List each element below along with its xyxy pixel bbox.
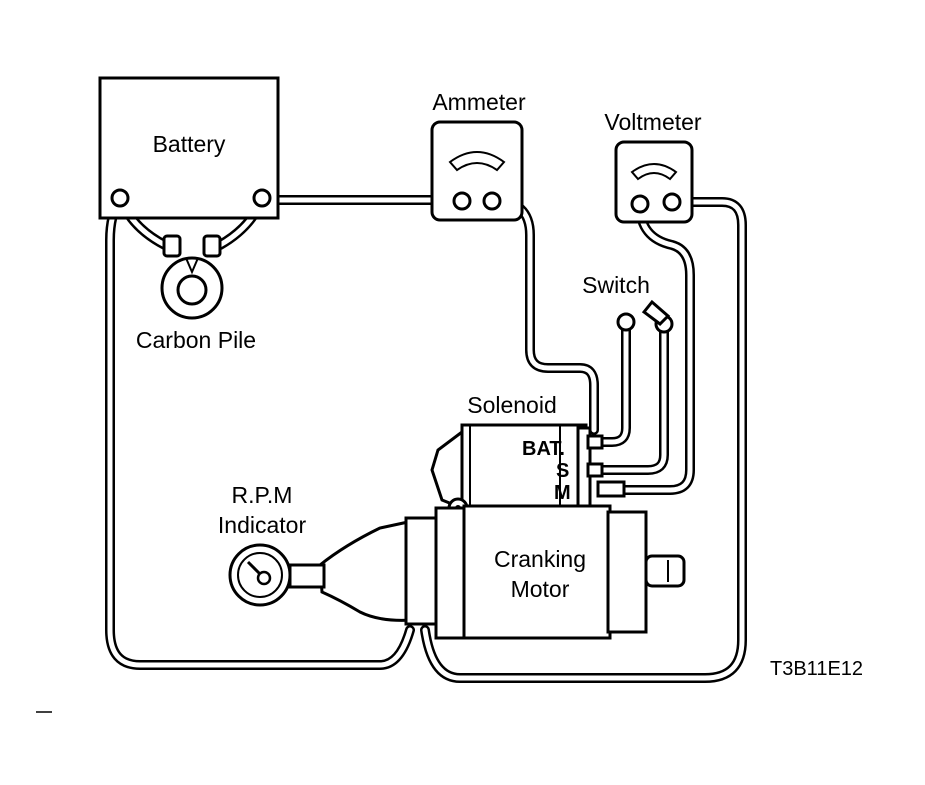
ammeter-body bbox=[430, 120, 524, 222]
carbon-pile: Carbon Pile bbox=[136, 234, 256, 353]
rpm-label-line2: Indicator bbox=[218, 512, 307, 538]
cranking-motor-label-line2: Motor bbox=[511, 576, 570, 602]
voltmeter-terminal-left bbox=[630, 194, 650, 214]
carbon-pile-knob bbox=[176, 274, 208, 306]
battery: Battery bbox=[98, 76, 280, 220]
ammeter-dial bbox=[448, 151, 506, 172]
m-stud bbox=[596, 480, 626, 498]
voltmeter-label: Voltmeter bbox=[604, 109, 701, 135]
voltmeter-dial bbox=[630, 163, 678, 181]
rpm-cable bbox=[288, 563, 326, 589]
motor-frame-flange bbox=[434, 506, 468, 640]
solenoid-nose bbox=[430, 429, 464, 511]
voltmeter-body bbox=[614, 140, 694, 224]
switch-terminal-left bbox=[616, 312, 636, 332]
voltmeter: Voltmeter bbox=[604, 109, 702, 224]
bat-stud bbox=[586, 434, 604, 450]
motor-drive-housing bbox=[318, 520, 414, 622]
battery-label: Battery bbox=[153, 131, 226, 157]
ammeter-label: Ammeter bbox=[432, 89, 526, 115]
battery-case bbox=[98, 76, 280, 220]
motor-shaft-end bbox=[644, 554, 686, 588]
figure-code: T3B11E12 bbox=[770, 658, 863, 680]
switch-label: Switch bbox=[582, 272, 650, 298]
carbon-pile-label: Carbon Pile bbox=[136, 327, 256, 353]
motor-end-cap bbox=[606, 510, 648, 634]
solenoid-label: Solenoid bbox=[467, 392, 557, 418]
switch-lever bbox=[641, 299, 671, 326]
carbon-pile-clamp-right bbox=[202, 234, 222, 258]
ammeter-terminal-right bbox=[482, 191, 502, 211]
ammeter-terminal-left bbox=[452, 191, 472, 211]
solenoid-body bbox=[460, 423, 588, 511]
s-stud bbox=[586, 462, 604, 478]
rpm-label-line1: R.P.M bbox=[232, 482, 293, 508]
terminal-m-label: M bbox=[554, 482, 571, 504]
motor-body bbox=[462, 504, 612, 640]
terminal-s-label: S bbox=[556, 460, 569, 482]
rpm-indicator: R.P.M Indicator bbox=[218, 482, 326, 607]
battery-negative-terminal bbox=[110, 188, 130, 208]
battery-positive-terminal bbox=[252, 188, 272, 208]
cranking-motor: Cranking Motor bbox=[318, 504, 686, 640]
carbon-pile-clamp-left bbox=[162, 234, 182, 258]
cranking-motor-label-line1: Cranking bbox=[494, 546, 586, 572]
terminal-bat-label: BAT. bbox=[522, 438, 565, 460]
motor-nose-flange bbox=[404, 516, 440, 626]
wire-switch-to-bat bbox=[593, 317, 631, 447]
ammeter: Ammeter bbox=[430, 89, 526, 222]
voltmeter-terminal-right bbox=[662, 192, 682, 212]
switch: Switch bbox=[582, 272, 674, 334]
